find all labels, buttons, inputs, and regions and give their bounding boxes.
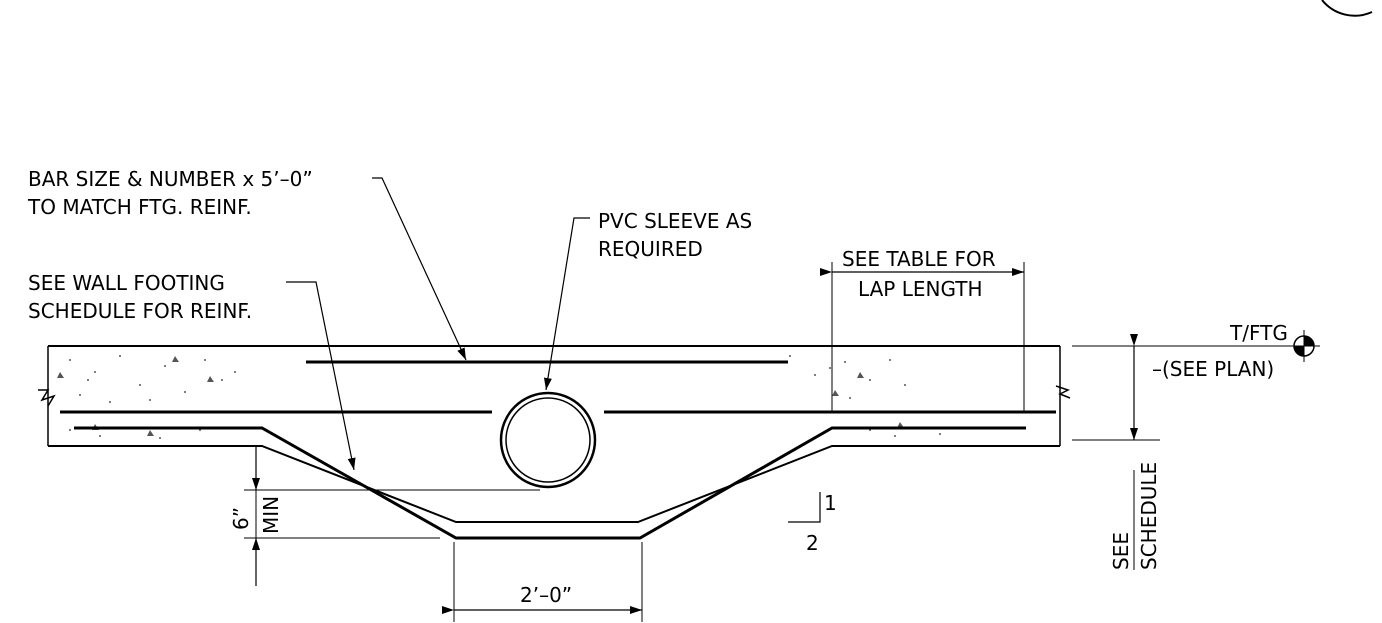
wall-footing-note-line2: SCHEDULE FOR REINF. (28, 299, 252, 323)
elevation-note: –(SEE PLAN) (1152, 357, 1274, 381)
bar-size-note-line2: TO MATCH FTG. REINF. (27, 195, 252, 219)
lap-length-note-line2: LAP LENGTH (858, 277, 982, 301)
bar-size-note-line1: BAR SIZE & NUMBER x 5’–0” (28, 167, 313, 191)
left-break-line (38, 389, 56, 407)
depth-dimension-value: 6” (229, 507, 253, 530)
thickness-note-line2: SCHEDULE (1137, 462, 1161, 570)
width-dimension-value: 2’–0” (520, 583, 572, 607)
slope-rise-label: 1 (824, 491, 837, 515)
pvc-sleeve-leader (543, 217, 590, 391)
right-break-line (1055, 385, 1071, 399)
footing-bottom-stepped-edge (48, 445, 1060, 523)
wall-footing-leader (286, 281, 356, 471)
depth-dimension-qualifier: MIN (259, 496, 283, 534)
pvc-sleeve-inner (505, 397, 591, 483)
pvc-sleeve-note-line1: PVC SLEEVE AS (598, 209, 752, 233)
lap-length-note-line1: SEE TABLE FOR (842, 247, 996, 271)
wall-footing-note-line1: SEE WALL FOOTING (28, 271, 225, 295)
concrete-hatch (57, 355, 941, 439)
slope-indicator (788, 492, 821, 523)
thickness-note-line1: SEE (1109, 532, 1133, 570)
stepped-bar (74, 426, 1026, 540)
pvc-sleeve (499, 391, 597, 489)
slope-run-label: 2 (806, 531, 819, 555)
pvc-sleeve-note-line2: REQUIRED (598, 237, 703, 261)
bar-size-leader (372, 177, 467, 361)
elevation-label: T/FTG (1229, 321, 1288, 345)
detail-bubble-arc (1321, 0, 1373, 17)
